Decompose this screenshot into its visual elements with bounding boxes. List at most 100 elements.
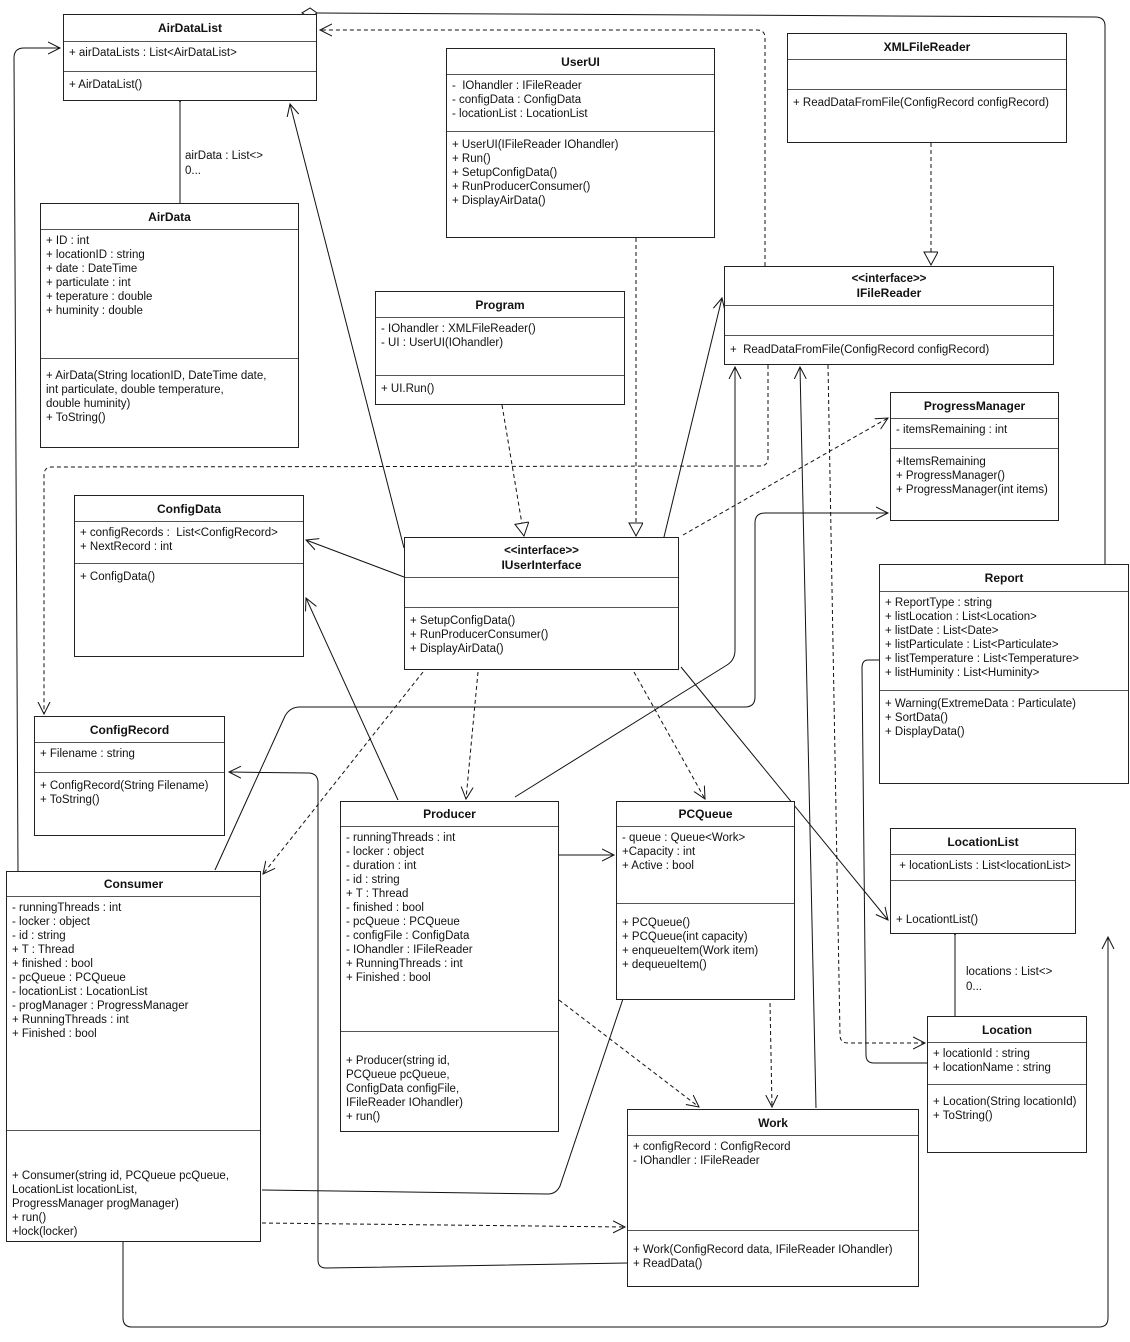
class-attribute: - IOhandler : IFileReader bbox=[452, 80, 582, 92]
class-attribute: + locationID : string bbox=[46, 249, 145, 261]
class-air-data[interactable]: AirData+ ID : int+ locationID : string+ … bbox=[40, 203, 299, 448]
class-method: + AirData(String locationID, DateTime da… bbox=[46, 370, 267, 382]
class-xmlfile-reader[interactable]: XMLFileReader+ ReadDataFromFile(ConfigRe… bbox=[787, 33, 1067, 143]
class-method: int particulate, double temperature, bbox=[46, 384, 224, 396]
class-attribute: - runningThreads : int bbox=[346, 832, 456, 844]
class-attribute: - configData : ConfigData bbox=[452, 94, 582, 106]
class-name: Producer bbox=[423, 807, 476, 821]
class-attribute: + date : DateTime bbox=[46, 263, 138, 275]
class-methods: + UI.Run() bbox=[376, 376, 624, 404]
class-attributes: + locationId : string+ locationName : st… bbox=[928, 1043, 1086, 1085]
class-attribute: + airDataLists : List<AirDataList> bbox=[69, 47, 237, 59]
class-config-data[interactable]: ConfigData+ configRecords : List<ConfigR… bbox=[74, 495, 304, 657]
class-attributes: + airDataLists : List<AirDataList> bbox=[64, 42, 316, 72]
class-method: + run() bbox=[346, 1111, 381, 1123]
class-pcqueue[interactable]: PCQueue - queue : Queue<Work>+Capacity : … bbox=[616, 801, 795, 1000]
class-name: PCQueue bbox=[678, 807, 733, 821]
class-method: + Work(ConfigRecord data, IFileReader IO… bbox=[633, 1244, 893, 1256]
class-attribute: - pcQueue : PCQueue bbox=[346, 916, 460, 928]
class-name: UserUI bbox=[561, 54, 600, 69]
class-attributes: + configRecords : List<ConfigRecord>+ Ne… bbox=[75, 522, 303, 564]
class-attribute: + locationId : string bbox=[933, 1048, 1030, 1060]
class-air-data-list[interactable]: AirDataList+ airDataLists : List<AirData… bbox=[63, 14, 317, 101]
class-header: <<interface>>IFileReader bbox=[725, 267, 1053, 306]
class-method: + ReadData() bbox=[633, 1258, 703, 1270]
class-attribute: - duration : int bbox=[346, 860, 417, 872]
class-progress-manager[interactable]: ProgressManager- itemsRemaining : int+It… bbox=[890, 392, 1059, 521]
program-realization bbox=[501, 404, 524, 536]
class-methods: + LocationtList() bbox=[891, 881, 1075, 933]
class-method: + ReadDataFromFile(ConfigRecord configRe… bbox=[730, 344, 990, 356]
consumer-work-dependency bbox=[261, 1223, 625, 1227]
class-attribute: - IOhandler : XMLFileReader() bbox=[381, 323, 536, 335]
class-attribute: + particulate : int bbox=[46, 277, 131, 289]
class-header: AirData bbox=[41, 204, 298, 230]
class-header: XMLFileReader bbox=[788, 34, 1066, 60]
class-method: + dequeueItem() bbox=[622, 959, 707, 971]
class-consumer[interactable]: Consumer- runningThreads : int- locker :… bbox=[6, 871, 261, 1242]
class-user-ui[interactable]: UserUI - IOhandler : IFileReader - configD… bbox=[446, 48, 715, 238]
class-stereotype: <<interface>> bbox=[504, 544, 579, 557]
class-producer[interactable]: Producer - runningThreads : int- locker :… bbox=[340, 801, 559, 1132]
class-method: double huminity) bbox=[46, 398, 131, 410]
class-method: + Run() bbox=[452, 153, 491, 165]
iuserinterface-configdata-association bbox=[306, 540, 405, 578]
class-attribute: - runningThreads : int bbox=[12, 902, 122, 914]
class-attribute: - itemsRemaining : int bbox=[896, 424, 1008, 436]
class-methods: + Warning(ExtremeData : Particulate)+ So… bbox=[880, 691, 1128, 783]
class-method: + ConfigRecord(String Filename) bbox=[40, 780, 209, 792]
class-method: ConfigData configFile, bbox=[346, 1083, 460, 1095]
class-attributes: + ReportType : string+ listLocation : Li… bbox=[880, 592, 1128, 691]
producer-configdata-association bbox=[306, 598, 399, 801]
class-method: + DisplayData() bbox=[885, 726, 965, 738]
class-method: +lock(locker) bbox=[12, 1226, 78, 1238]
airdata-role-name: airData : List<> bbox=[185, 150, 263, 162]
class-name: IFileReader bbox=[856, 286, 922, 300]
class-config-record[interactable]: ConfigRecord+ Filename : string+ ConfigR… bbox=[34, 716, 225, 836]
class-name: LocationList bbox=[947, 834, 1019, 849]
class-header: UserUI bbox=[447, 49, 714, 75]
class-attribute: - IOhandler : IFileReader bbox=[633, 1155, 760, 1167]
iuserinterface-pcqueue-dependency bbox=[633, 671, 705, 799]
class-attribute: + configRecord : ConfigRecord bbox=[633, 1141, 791, 1153]
class-method: + DisplayAirData() bbox=[410, 643, 504, 655]
class-work[interactable]: Work+ configRecord : ConfigRecord- IOhan… bbox=[627, 1109, 919, 1287]
class-attribute: - locationList : LocationList bbox=[12, 986, 148, 998]
iuserinterface-producer-dependency bbox=[466, 671, 479, 799]
class-attributes: - runningThreads : int- locker : object-… bbox=[341, 827, 558, 1032]
class-method: + SetupConfigData() bbox=[410, 615, 516, 627]
class-methods: + Work(ConfigRecord data, IFileReader IO… bbox=[628, 1231, 918, 1286]
class-attribute: + RunningThreads : int bbox=[12, 1014, 129, 1026]
class-attribute: + Active : bool bbox=[622, 860, 694, 872]
class-name: ProgressManager bbox=[923, 398, 1026, 413]
class-program[interactable]: Program- IOhandler : XMLFileReader()- UI… bbox=[375, 291, 625, 405]
work-ifilereader-association bbox=[800, 367, 817, 1109]
class-header: ConfigRecord bbox=[35, 717, 224, 743]
class-attributes: - queue : Queue<Work>+Capacity : int+ Ac… bbox=[617, 827, 794, 904]
class-attributes: + locationLists : List<locationList> bbox=[891, 855, 1075, 881]
class-attributes bbox=[788, 60, 1066, 90]
class-report[interactable]: Report+ ReportType : string+ listLocatio… bbox=[879, 564, 1129, 784]
producer-work-dependency bbox=[558, 999, 699, 1107]
class-header: ConfigData bbox=[75, 496, 303, 522]
class-method: + AirDataList() bbox=[69, 79, 143, 91]
class-attribute: - progManager : ProgressManager bbox=[12, 1000, 189, 1012]
class-iuser-interface[interactable]: <<interface>>IUserInterface+ SetupConfig… bbox=[404, 537, 679, 670]
class-attribute: + teperature : double bbox=[46, 291, 153, 303]
class-attribute: + listHuminity : List<Huminity> bbox=[885, 667, 1040, 679]
class-method: + SortData() bbox=[885, 712, 948, 724]
class-attribute: - locationList : LocationList bbox=[452, 108, 588, 120]
class-methods: + Producer(string id,PCQueue pcQueue,Con… bbox=[341, 1032, 558, 1131]
class-stereotype: <<interface>> bbox=[851, 273, 927, 285]
class-header: LocationList bbox=[891, 829, 1075, 855]
class-ifile-reader[interactable]: <<interface>>IFileReader + ReadDataFromFi… bbox=[724, 266, 1054, 365]
class-attribute: + locationLists : List<locationList> bbox=[896, 860, 1071, 872]
class-location-list[interactable]: LocationList + locationLists : List<loca… bbox=[890, 828, 1076, 934]
class-name: Program bbox=[475, 297, 525, 312]
class-attribute: + ReportType : string bbox=[885, 597, 993, 609]
class-header: ProgressManager bbox=[891, 393, 1058, 419]
class-method: + LocationtList() bbox=[896, 914, 979, 926]
class-location[interactable]: Location+ locationId : string+ locationN… bbox=[927, 1016, 1087, 1153]
class-methods: + ConfigData() bbox=[75, 564, 303, 656]
class-name: ConfigRecord bbox=[89, 722, 170, 737]
